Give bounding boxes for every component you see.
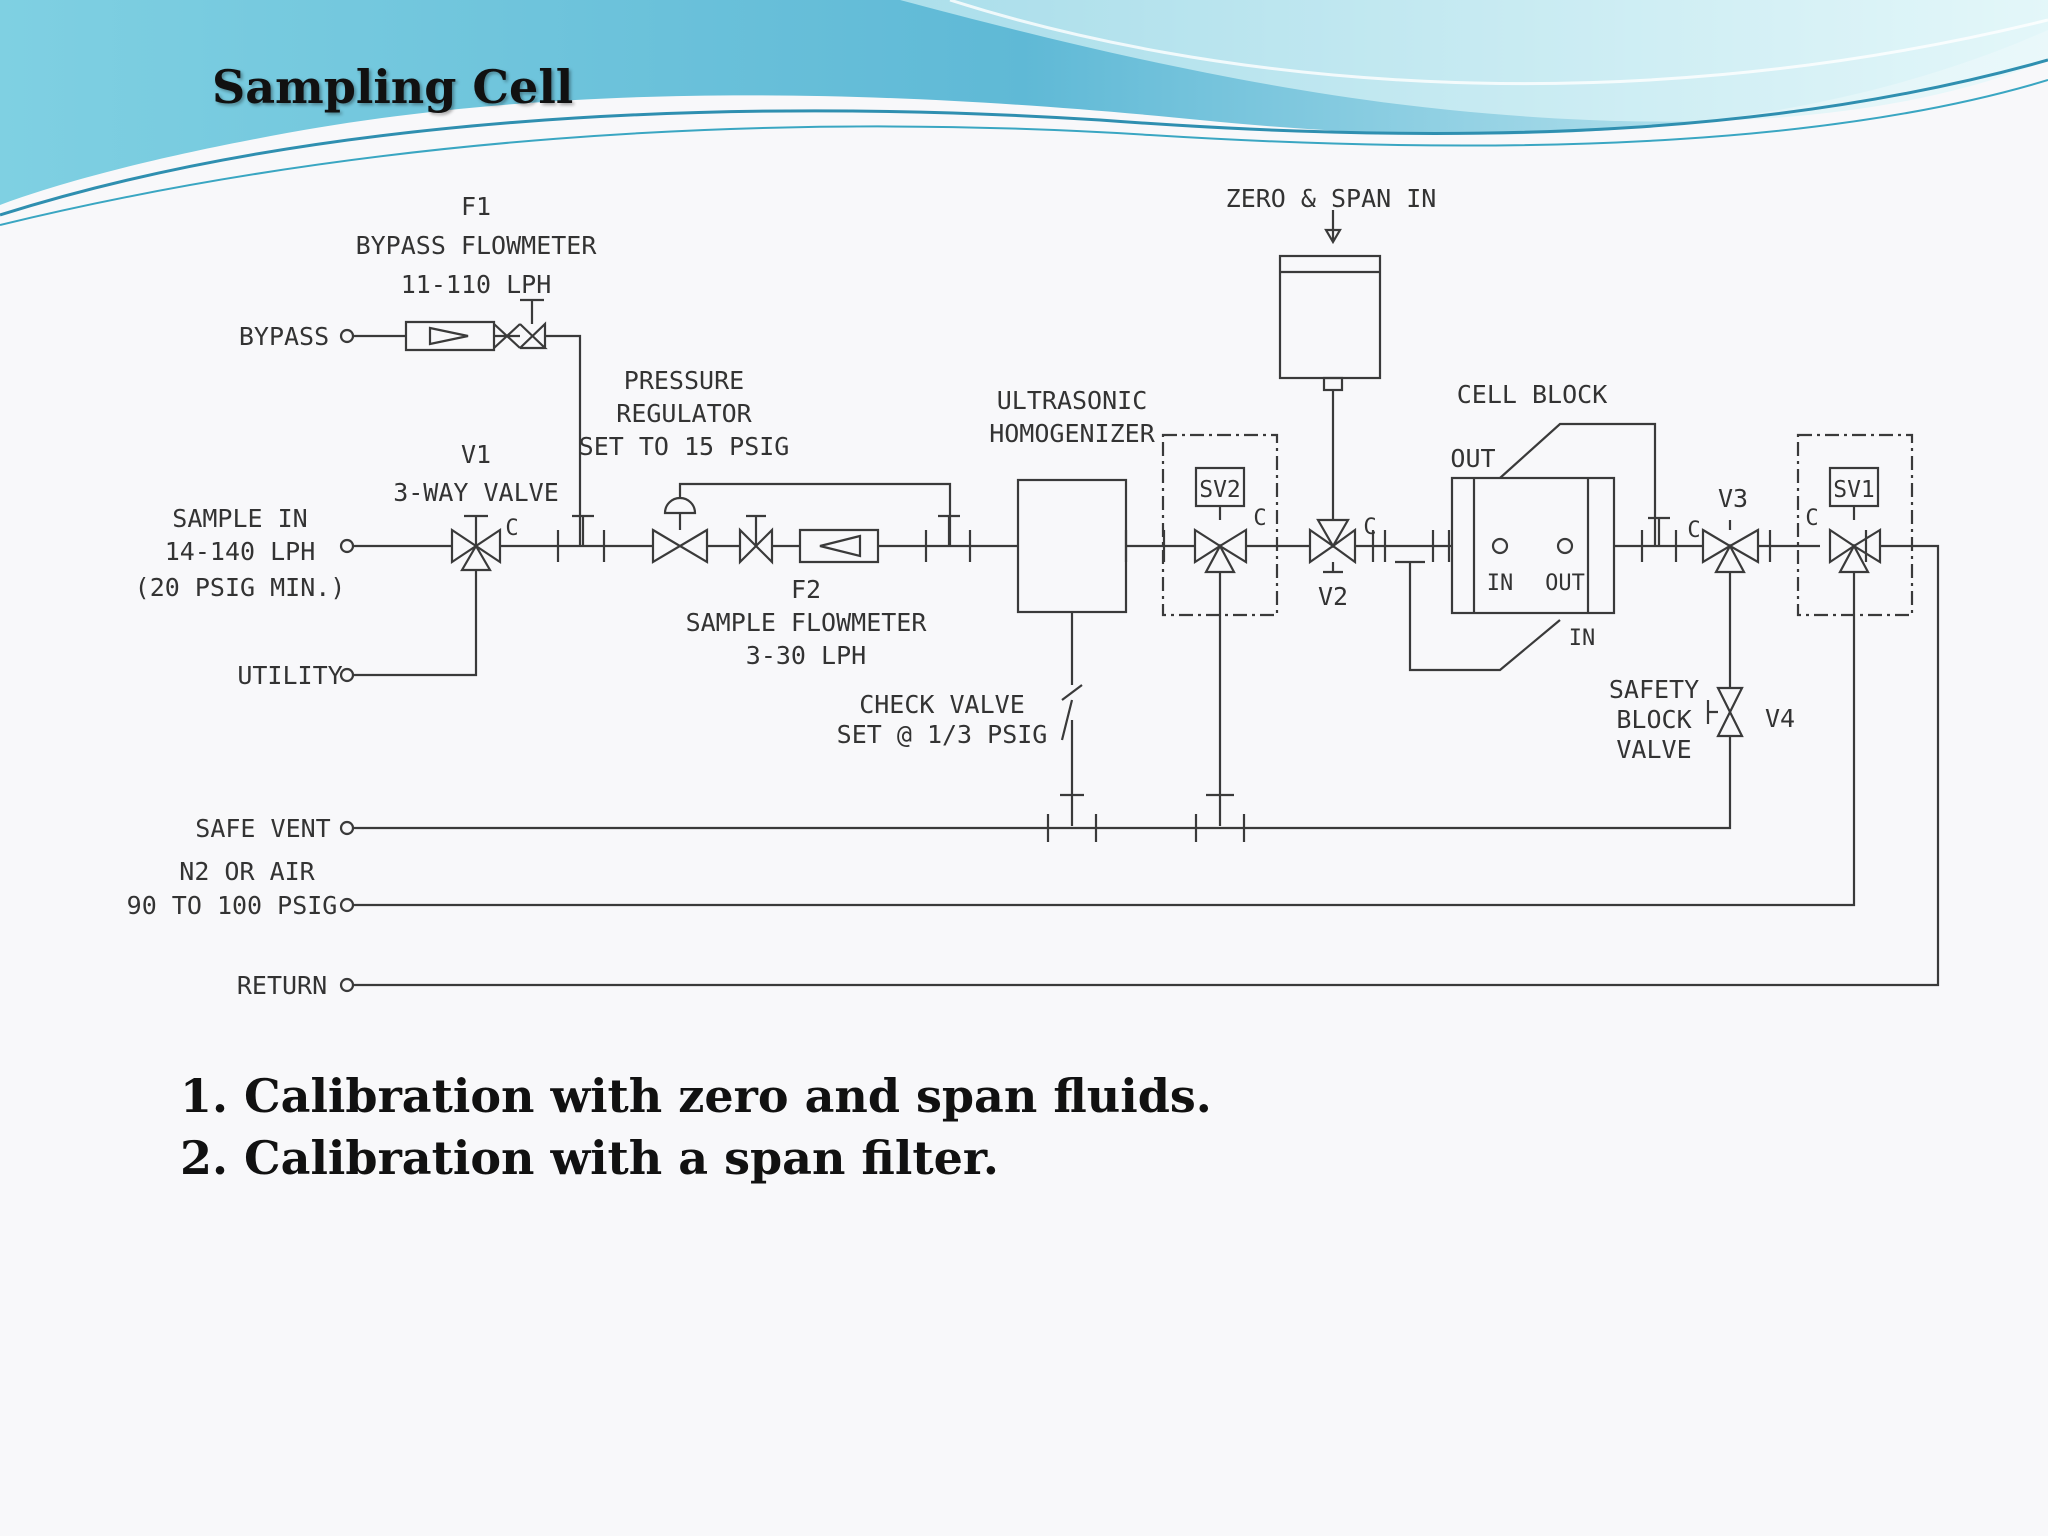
sample-range-label: 14-140 LPH — [165, 537, 316, 566]
v1-valve — [339, 514, 502, 683]
sample-in-label: SAMPLE IN — [172, 504, 307, 533]
homog-label-2: HOMOGENIZER — [989, 419, 1156, 448]
v4-tag: V4 — [1765, 704, 1795, 733]
f2-tag: F2 — [791, 575, 821, 604]
n2-label-1: N2 OR AIR — [179, 857, 315, 886]
cell-block-label: CELL BLOCK — [1457, 380, 1608, 409]
f1-name: BYPASS FLOWMETER — [356, 231, 598, 260]
bullet-item-2: 2. Calibration with a span filter. — [180, 1131, 999, 1185]
v3-tag: V3 — [1718, 484, 1748, 513]
safety-label-2: BLOCK — [1616, 705, 1691, 734]
v2-tag: V2 — [1318, 582, 1348, 611]
fittings — [556, 514, 1868, 562]
zero-span-arrow — [1324, 210, 1342, 245]
sample-line-right — [353, 544, 1940, 987]
sample-in-port — [339, 538, 355, 554]
v4-valve — [339, 686, 1744, 842]
return-label: RETURN — [237, 971, 327, 1000]
n2-label-2: 90 TO 100 PSIG — [127, 891, 338, 920]
f2-range: 3-30 LPH — [746, 641, 866, 670]
f2-flowmeter — [738, 514, 880, 565]
sv2-tag: SV2 — [1199, 477, 1241, 503]
cell-block — [1395, 422, 1657, 672]
ultrasonic-homogenizer — [1016, 478, 1128, 614]
check-valve-line — [1060, 612, 1084, 826]
safe-vent-label: SAFE VENT — [195, 814, 330, 843]
bullet-list: 1. Calibration with zero and span fluids… — [180, 1065, 1212, 1189]
sv1-tag: SV1 — [1833, 477, 1875, 503]
v2-valve — [1308, 518, 1357, 574]
homog-label-1: ULTRASONIC — [997, 386, 1148, 415]
utility-label: UTILITY — [237, 661, 342, 690]
bypass-label: BYPASS — [239, 322, 329, 351]
slide-title: Sampling Cell — [212, 60, 574, 114]
header-banner — [0, 0, 2048, 226]
n2-air-port — [339, 897, 355, 913]
sv1-c-label: C — [1805, 506, 1818, 531]
safe-vent-port — [339, 820, 355, 836]
v1-c-label: C — [505, 516, 518, 541]
pressure-regulator — [651, 482, 952, 564]
v3-valve — [1701, 520, 1760, 688]
cell-in-bottom-label: IN — [1569, 626, 1596, 651]
sv1-valve — [339, 527, 1882, 913]
check-label-1: CHECK VALVE — [859, 690, 1025, 719]
v1-name: 3-WAY VALVE — [393, 478, 559, 507]
sample-min-label: (20 PSIG MIN.) — [135, 573, 346, 602]
safety-label-1: SAFETY — [1609, 675, 1699, 704]
return-port — [339, 977, 355, 993]
cell-in-label: IN — [1487, 571, 1514, 596]
f1-tag: F1 — [461, 192, 491, 221]
bypass-line — [339, 298, 582, 546]
reg-label-1: PRESSURE — [624, 366, 744, 395]
v3-c-label: C — [1687, 518, 1700, 543]
zero-span-label: ZERO & SPAN IN — [1226, 184, 1437, 213]
bypass-port — [339, 328, 355, 344]
bullet-item-1: 1. Calibration with zero and span fluids… — [180, 1069, 1212, 1123]
cell-out-label: OUT — [1545, 571, 1585, 596]
v2-c-label: C — [1363, 515, 1376, 540]
sv2-valve — [1193, 527, 1248, 826]
reg-label-3: SET TO 15 PSIG — [579, 432, 790, 461]
v1-tag: V1 — [461, 440, 491, 469]
f1-range: 11-110 LPH — [401, 270, 552, 299]
safety-label-3: VALVE — [1616, 735, 1691, 764]
reg-label-2: REGULATOR — [616, 399, 752, 428]
cell-out-top-label: OUT — [1450, 444, 1495, 473]
f2-name: SAMPLE FLOWMETER — [686, 608, 928, 637]
zero-span-reservoir — [1278, 254, 1382, 380]
utility-port — [339, 667, 355, 683]
sv2-c-label: C — [1253, 506, 1266, 531]
check-label-2: SET @ 1/3 PSIG — [837, 720, 1048, 749]
